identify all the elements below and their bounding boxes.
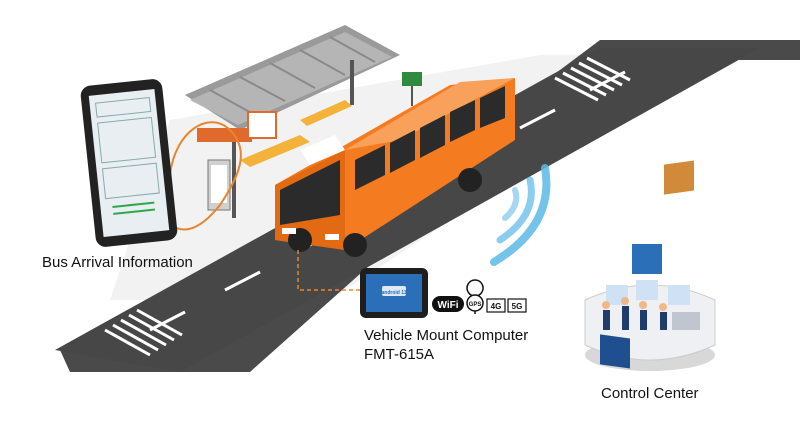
road-surface [55,48,760,372]
4g-icon-label: 4G [491,302,502,311]
gps-icon-label: GPS [469,302,482,308]
wifi-icon-label: WiFi [437,300,458,311]
4g-icon: 4G [486,298,506,313]
gps-icon: GPS [466,279,484,314]
control-center [584,160,716,371]
connectivity-icons: WiFi GPS 4G 5G [432,279,527,314]
bus-arrival-display [80,79,242,247]
vehicle-mount-computer: android 11 [360,268,428,318]
bus [275,78,515,257]
crosswalk-far [554,56,631,102]
5g-icon-label: 5G [512,302,523,311]
bus-arrival-info-label: Bus Arrival Information [42,254,193,271]
vehicle-mount-computer-label: Vehicle Mount Computer [364,327,529,344]
5g-icon: 5G [507,298,527,313]
bus-shelter [185,25,422,218]
wireless-signal-icon [490,164,551,266]
model-number-label: FMT-615A [364,346,435,363]
control-center-label: Control Center [601,385,699,402]
crosswalk-near [104,308,183,357]
wifi-icon: WiFi [432,296,464,312]
device-callout-line [297,250,365,291]
device-screen-text: android 11 [381,290,406,296]
